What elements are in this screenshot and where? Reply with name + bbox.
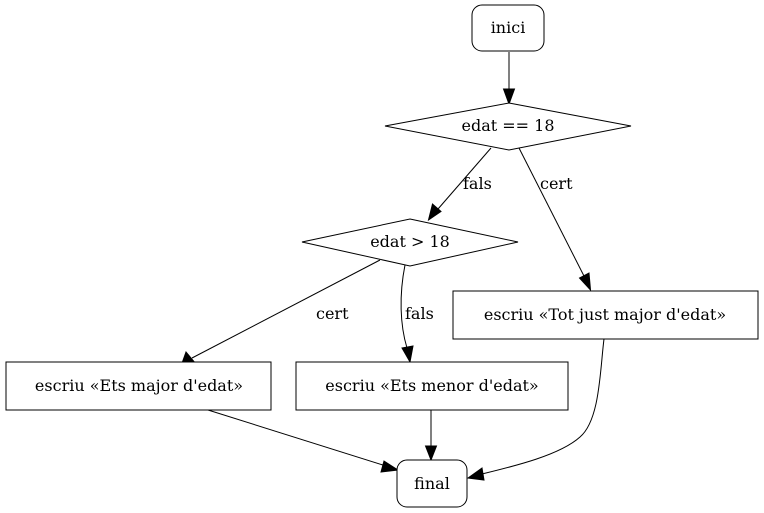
node-write-just-adult: escriu «Tot just major d'edat» [452,290,759,340]
node-end: final [396,459,468,508]
node-start: inici [471,4,545,52]
node-cond-greater-label: edat > 18 [370,232,450,251]
edge-label-greater-false: fals [405,304,434,323]
edge-minor-to-end [424,410,438,462]
node-end-label: final [414,474,450,493]
edge-label-equal-true: cert [540,174,573,193]
edge-adult-to-end [207,409,400,473]
node-start-label: inici [491,18,526,37]
node-cond-equal-label: edat == 18 [461,116,554,135]
edge-equal-false [427,147,492,222]
edge-label-equal-false: fals [463,174,492,193]
node-write-minor-label: escriu «Ets menor d'edat» [325,376,538,395]
edge-start-to-equal [502,52,516,106]
edge-greater-true [180,259,381,367]
node-write-just-adult-label: escriu «Tot just major d'edat» [484,305,726,324]
edge-greater-false [400,264,414,364]
node-write-adult-label: escriu «Ets major d'edat» [35,376,243,395]
node-write-minor: escriu «Ets menor d'edat» [295,361,569,411]
edge-just-adult-to-end [466,338,605,481]
node-cond-equal: edat == 18 [384,102,632,151]
node-cond-greater: edat > 18 [301,218,519,267]
edge-equal-true [518,147,592,292]
node-write-adult: escriu «Ets major d'edat» [5,361,272,411]
edge-label-greater-true: cert [316,304,349,323]
